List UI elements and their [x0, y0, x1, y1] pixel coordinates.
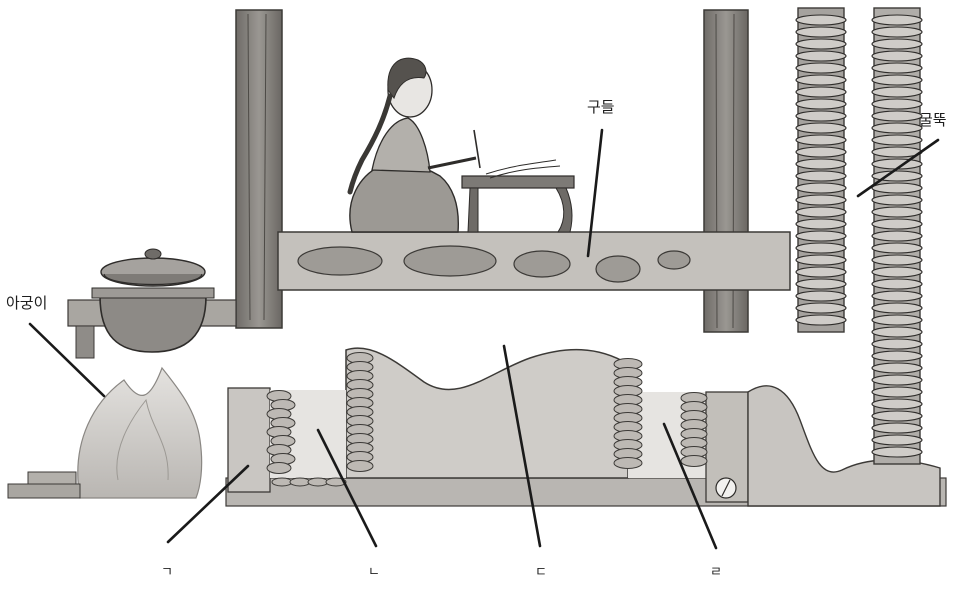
chimney-outer-column: [872, 8, 922, 464]
chimney-stone: [796, 303, 846, 313]
chimney-stone: [796, 291, 846, 301]
chimney-stone: [796, 231, 846, 241]
chimney-stone: [872, 327, 922, 337]
chimney-stone: [796, 171, 846, 181]
chimney-stone: [872, 387, 922, 397]
chimney-stone: [872, 363, 922, 373]
stone: [681, 456, 707, 467]
chimney-stone: [796, 111, 846, 121]
label-giyeok: ㄱ: [161, 566, 173, 579]
chimney-stone: [872, 123, 922, 133]
chimney-stone: [872, 15, 922, 25]
chimney-stone: [796, 63, 846, 73]
firebox-flames: [8, 368, 202, 498]
chimney-stone: [796, 99, 846, 109]
label-nieun: ㄴ: [368, 566, 380, 579]
chimney-stone: [796, 279, 846, 289]
chimney-inner-column: [796, 8, 846, 332]
chimney-stone: [796, 27, 846, 37]
stone: [347, 461, 373, 472]
chimney-stone: [872, 99, 922, 109]
chimney-stone: [872, 195, 922, 205]
chimney-stone: [872, 75, 922, 85]
chimney-stone: [872, 255, 922, 265]
chimney-stone: [872, 87, 922, 97]
stone: [267, 463, 291, 474]
chimney-stone: [872, 339, 922, 349]
chimney-stone: [796, 219, 846, 229]
chimney-stone: [796, 123, 846, 133]
chimney-stone: [872, 39, 922, 49]
chimney-stone: [796, 207, 846, 217]
chimney-stone: [872, 279, 922, 289]
chimney-stone: [796, 267, 846, 277]
chimney-stone: [872, 303, 922, 313]
stone-stack-middle-left: [347, 353, 373, 472]
chimney-stone: [872, 291, 922, 301]
stone: [272, 478, 292, 486]
chimney-stone: [796, 39, 846, 49]
chimney-stone: [872, 447, 922, 457]
label-gulttuk: 굴뚝: [919, 113, 947, 128]
chimney-stone: [872, 63, 922, 73]
chimney-stone: [796, 195, 846, 205]
chimney-stone: [872, 219, 922, 229]
chimney-stone: [872, 411, 922, 421]
label-agungi: 아궁이: [6, 296, 47, 311]
chimney-stone: [872, 375, 922, 385]
chimney-stone: [796, 147, 846, 157]
chimney-stone: [872, 135, 922, 145]
chimney-stone: [796, 183, 846, 193]
chimney-stone: [872, 51, 922, 61]
chimney-stone: [872, 207, 922, 217]
chimney-stone: [796, 255, 846, 265]
chimney-stone: [872, 315, 922, 325]
seated-girl: [350, 58, 480, 232]
writing-table: [462, 160, 574, 232]
chimney-stone: [872, 435, 922, 445]
chimney-stone: [872, 231, 922, 241]
chimney-stone: [796, 243, 846, 253]
stone: [308, 478, 328, 486]
stone: [290, 478, 310, 486]
chimney-stone: [796, 51, 846, 61]
chimney-stone: [872, 267, 922, 277]
chimney-stone: [872, 351, 922, 361]
chimney-stone: [872, 423, 922, 433]
label-digeut: ㄷ: [535, 566, 547, 579]
chimney-stone: [872, 111, 922, 121]
cauldron-pot: [68, 249, 236, 358]
chimney-stone: [872, 399, 922, 409]
chimney-stone: [796, 315, 846, 325]
chimney-stone: [796, 75, 846, 85]
chimney-stone: [872, 243, 922, 253]
stone: [614, 458, 642, 469]
left-wooden-post: [236, 10, 282, 328]
chimney-stone: [796, 135, 846, 145]
chimney-stone: [872, 183, 922, 193]
chimney-stone: [796, 159, 846, 169]
chimney-stone: [796, 87, 846, 97]
chimney-stone: [796, 15, 846, 25]
chimney-stone: [872, 27, 922, 37]
label-rieul: ㄹ: [710, 566, 722, 579]
stone-stack-left: [267, 391, 295, 474]
label-gudeul: 구들: [587, 100, 615, 115]
gudeul-floor-slab: [278, 232, 790, 290]
